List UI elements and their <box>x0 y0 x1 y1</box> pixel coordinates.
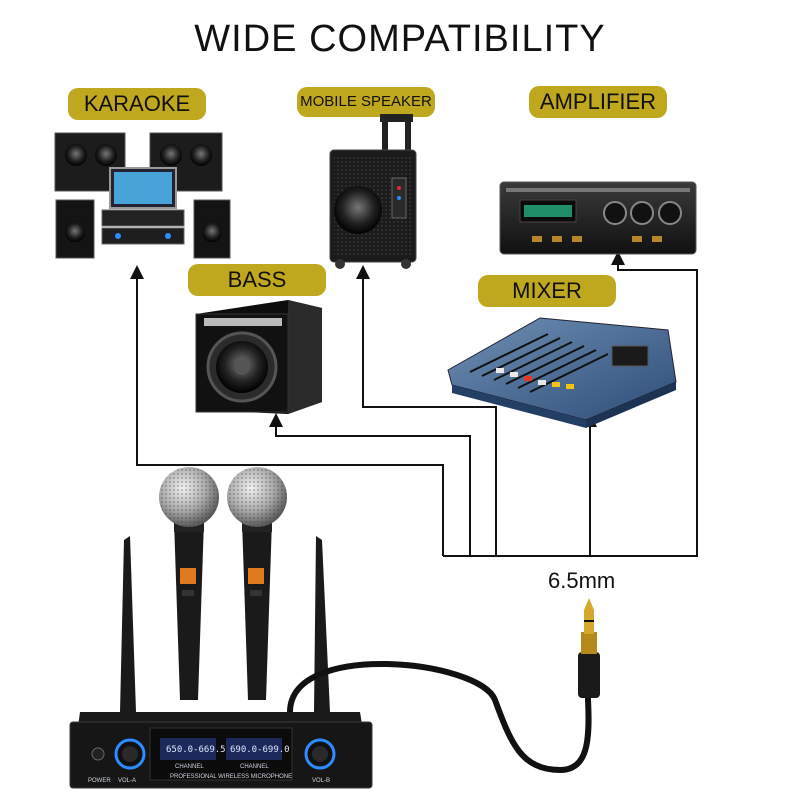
vol-b-label: VOL-B <box>312 778 330 784</box>
receiver-brand-text: PROFESSIONAL WIRELESS MICROPHONE <box>170 774 292 780</box>
label-mobile-speaker: MOBILE SPEAKER <box>297 87 435 117</box>
channel-label-a: CHANNEL <box>175 764 204 770</box>
power-label: POWER <box>88 778 111 784</box>
frequency-display-b: 690.0-699.0 <box>230 745 290 755</box>
audio-cable <box>287 652 592 774</box>
line-to-amplifier <box>443 251 698 557</box>
line-to-mobile-speaker <box>356 265 497 556</box>
vol-a-label: VOL-A <box>118 778 136 784</box>
label-karaoke-text: KARAOKE <box>83 91 191 116</box>
bass-subwoofer-image <box>195 300 322 414</box>
line-to-bass <box>269 413 471 556</box>
connector-size-label: 6.5mm <box>548 568 616 593</box>
mixer-image <box>447 317 677 428</box>
connection-lines <box>130 251 698 557</box>
microphone-a <box>159 467 219 700</box>
label-bass-text: BASS <box>227 267 287 292</box>
label-mixer-text: MIXER <box>512 278 582 303</box>
receiver-antennas <box>120 536 330 712</box>
amplifier-image <box>499 181 697 255</box>
microphone-b <box>227 467 287 700</box>
frequency-display-a: 650.0-669.5 <box>166 745 226 755</box>
receiver-unit <box>69 712 373 789</box>
page-title: WIDE COMPATIBILITY <box>194 18 606 60</box>
label-amplifier: AMPLIFIER <box>529 86 667 118</box>
label-bass: BASS <box>188 264 326 296</box>
label-mobile-speaker-text: MOBILE SPEAKER <box>300 93 432 110</box>
karaoke-system-image <box>54 132 231 259</box>
label-amplifier-text: AMPLIFIER <box>539 89 657 114</box>
line-to-karaoke <box>130 265 444 556</box>
jack-plug-image <box>578 598 600 698</box>
channel-label-b: CHANNEL <box>240 764 269 770</box>
label-mixer: MIXER <box>478 275 616 307</box>
label-karaoke: KARAOKE <box>68 88 206 120</box>
mobile-speaker-image <box>329 114 417 269</box>
